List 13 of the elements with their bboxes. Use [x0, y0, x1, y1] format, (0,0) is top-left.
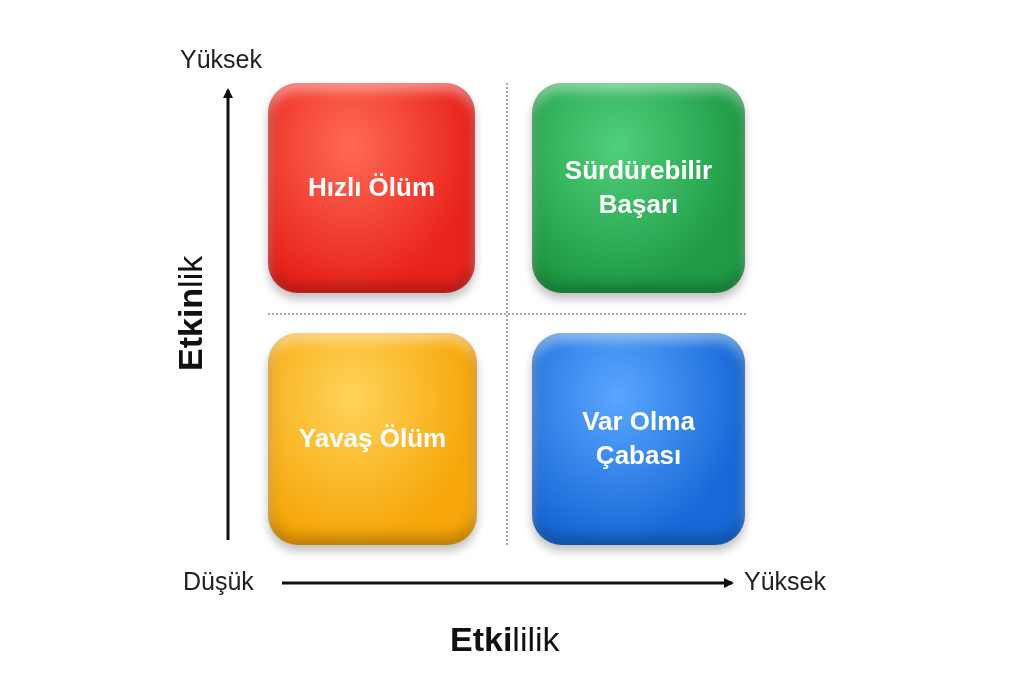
quadrant-tile [268, 333, 477, 545]
quadrant-tile [268, 83, 475, 293]
quadrant-label: Var Olma Çabası [581, 405, 696, 472]
quadrant-tile [532, 333, 745, 545]
axis-title: Etkililik [450, 620, 560, 659]
quadrant-label: Sürdürebilir Başarı [563, 154, 714, 221]
axis-title: Etkinlik [170, 255, 210, 371]
quadrant-label: Yavaş Ölüm [297, 422, 448, 456]
axis-end-label: Düşük [183, 567, 254, 596]
axis-end-label: Yüksek [744, 567, 826, 596]
quadrant-tile [532, 83, 745, 293]
quadrant-label: Hızlı Ölüm [306, 171, 437, 205]
axis-end-label: Yüksek [180, 45, 262, 74]
